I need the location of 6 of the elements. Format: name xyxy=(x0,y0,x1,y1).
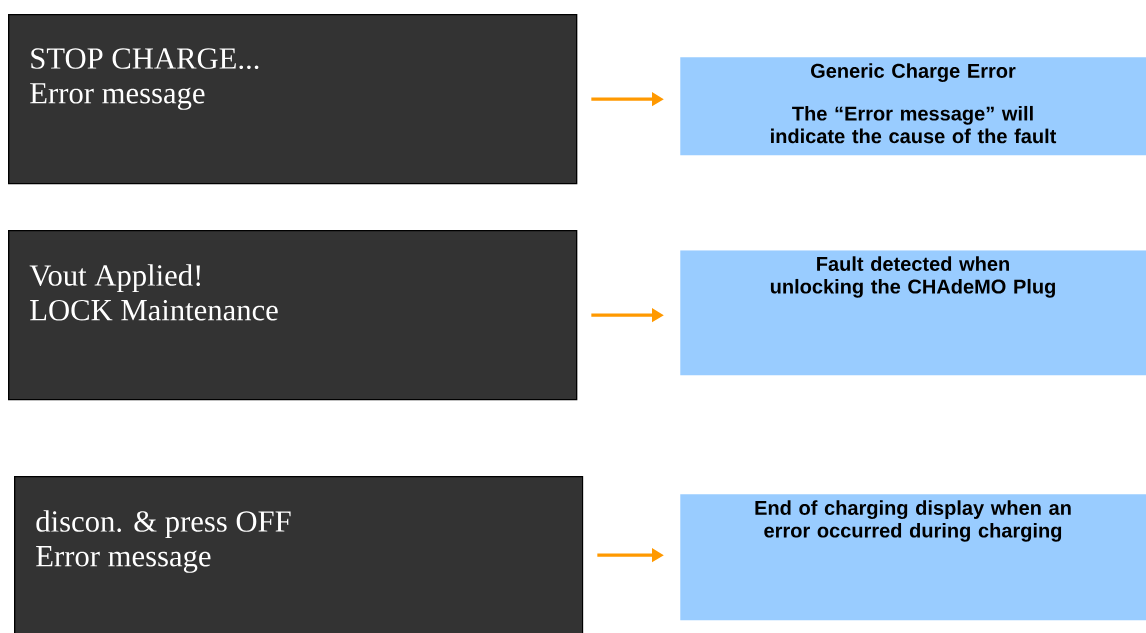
description-box: Generic Charge Error The “Error message” will indicate the cause of the fault xyxy=(680,57,1146,156)
description-box: Fault detected when unlocking the CHAdeMO Plug xyxy=(680,250,1146,376)
display-box: STOP CHARGE... Error message xyxy=(8,14,578,185)
description-box: End of charging display when an error occurred during charging xyxy=(680,494,1146,621)
display-box: discon. & press OFF Error message xyxy=(14,476,584,633)
display-box: Vout Applied! LOCK Maintenance xyxy=(8,230,578,401)
